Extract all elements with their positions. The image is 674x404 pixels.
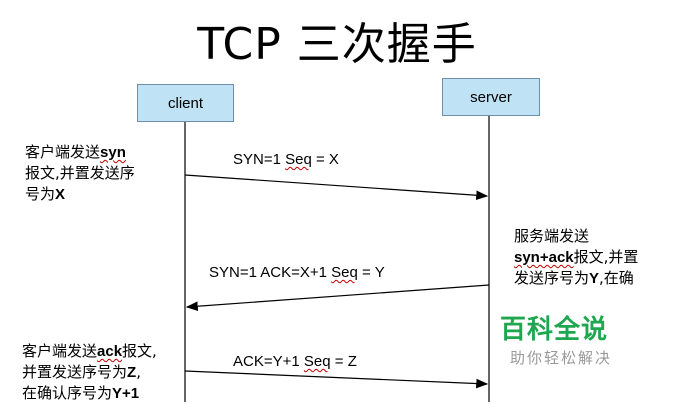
server-box: server [442,78,540,116]
watermark-logo-text: 百科全说 [500,315,609,345]
synack-message: SYN=1 ACK=X+1 Seq = Y [209,264,385,281]
diagram-title: TCP 三次握手 [197,19,477,70]
client-label: client [167,94,204,112]
syn-message: SYN=1 Seq = X [233,151,339,168]
synack-keyword: syn+ack [514,249,574,266]
syn-keyword: syn [100,144,126,161]
ack-arrow [184,370,489,389]
client-ack-note: 客户端发送ack报文, 并置发送序号为Z, 在确认序号为Y+1 [22,342,157,402]
client-box: client [137,84,234,122]
ack-keyword: ack [97,343,123,360]
syn-arrow [184,174,489,201]
server-label: server [470,88,512,106]
watermark-subtitle: 助你轻松解决 [510,349,613,367]
ack-message: ACK=Y+1 Seq = Z [233,353,357,370]
server-synack-note: 服务端发送 syn+ack报文,并置 发送序号为Y,在确 [514,227,639,287]
client-syn-note: 客户端发送syn 报文,并置发送序 号为X [25,143,135,203]
watermark-background [490,296,674,376]
synack-arrow [185,284,490,312]
